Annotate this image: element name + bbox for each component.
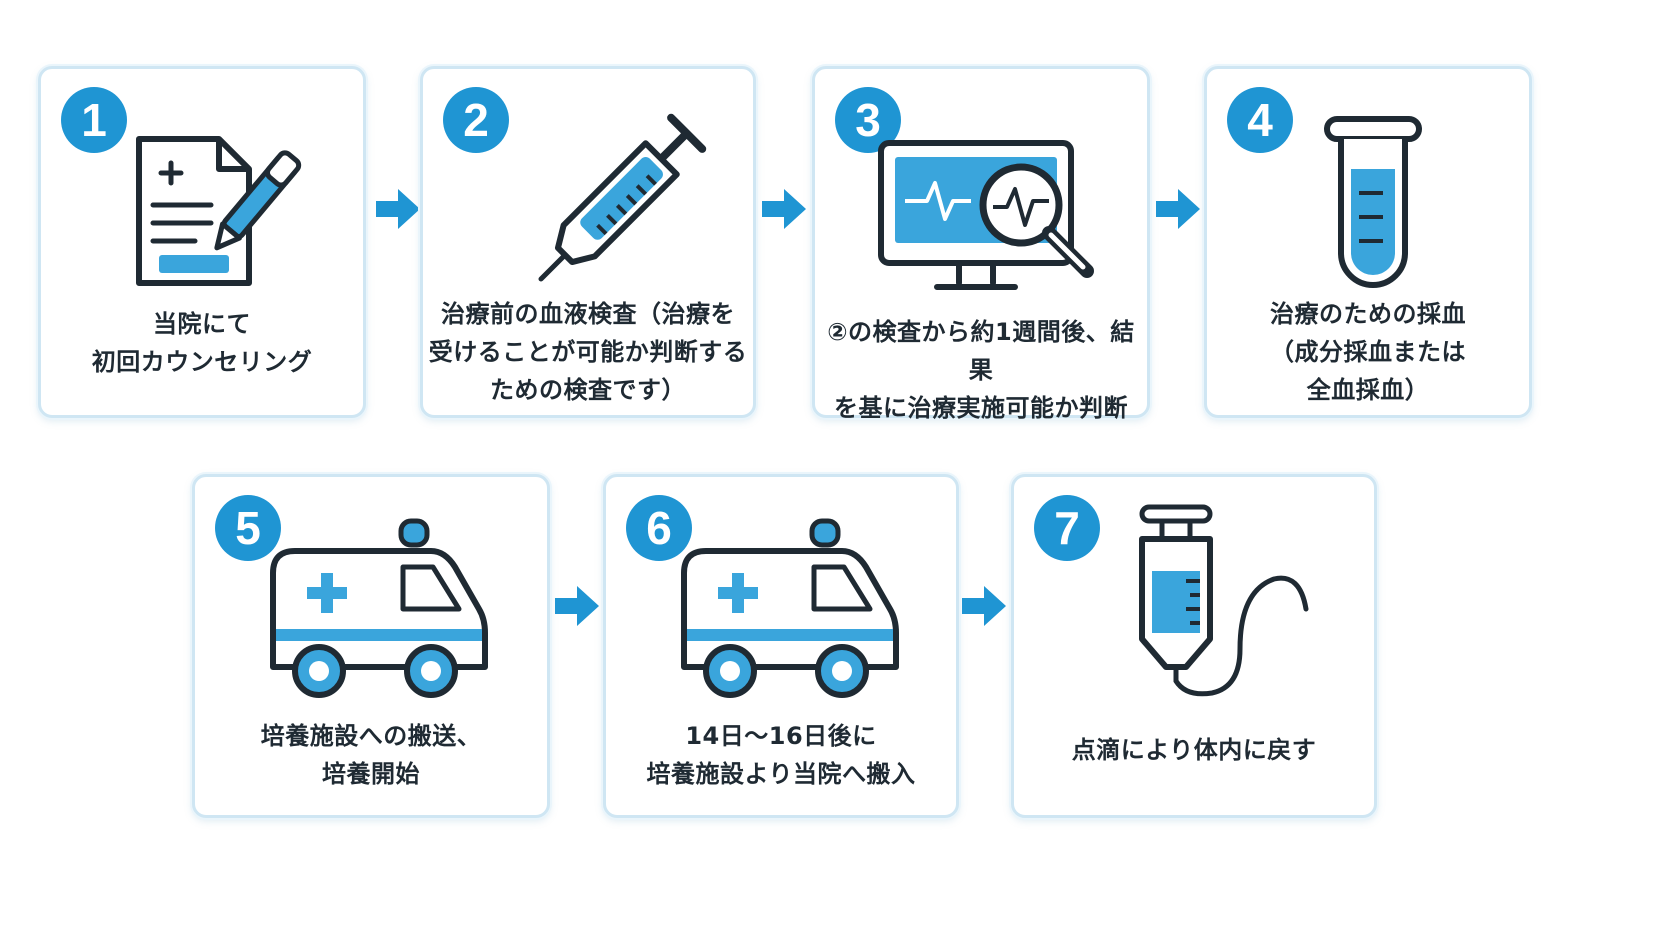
flow-arrow — [553, 584, 601, 628]
step-label: 治療のための採血 （成分採血または 全血採血） — [1270, 300, 1466, 404]
monitor-magnifier-icon — [878, 140, 1094, 290]
step-card-2: 2 治療前の血液検査（治療を 受けることが可能か判断する ための検査です） — [420, 66, 756, 418]
step-card-4: 4 治療のための採血 （成分採血または 全血採血） — [1204, 66, 1532, 418]
ambulance-icon — [270, 518, 488, 698]
document-pen-icon — [136, 136, 302, 286]
flow-arrow — [960, 584, 1008, 628]
step-number-badge: 7 — [1034, 495, 1100, 561]
step-label: ②の検査から約1週間後、結果 を基に治療実施可能か判断 — [827, 318, 1135, 422]
step-number-badge: 1 — [61, 87, 127, 153]
step-number-badge: 4 — [1227, 87, 1293, 153]
step-number-badge: 2 — [443, 87, 509, 153]
ambulance-icon — [681, 518, 899, 698]
step-card-7: 7 点滴により体内に戻す — [1011, 474, 1377, 818]
step-label: 治療前の血液検査（治療を 受けることが可能か判断する ための検査です） — [428, 300, 748, 404]
syringe-icon — [538, 113, 707, 282]
step-number-badge: 6 — [626, 495, 692, 561]
step-label: 培養施設への搬送、 培養開始 — [260, 722, 482, 788]
flow-arrow — [374, 187, 422, 231]
step-number-badge: 5 — [215, 495, 281, 561]
flow-arrow — [1154, 187, 1202, 231]
step-card-5: 5 培養施設への搬送、 培養開始 — [192, 474, 550, 818]
step-label: 点滴により体内に戻す — [1071, 736, 1317, 764]
step-card-3: 3 ②の検査から約1週間後、結果 を基に治療実施可能か判断 — [812, 66, 1150, 422]
flow-arrow — [760, 187, 808, 231]
step-label: 14日〜16日後に 培養施設より当院へ搬入 — [646, 722, 916, 788]
step-card-1: 1 当院にて 初回カウンセリング — [38, 66, 366, 418]
test-tube-icon — [1324, 116, 1422, 288]
step-label: 当院にて 初回カウンセリング — [91, 310, 313, 376]
iv-drip-icon — [1139, 504, 1309, 697]
step-card-6: 6 14日〜16日後に 培養施設より当院へ搬入 — [603, 474, 959, 818]
